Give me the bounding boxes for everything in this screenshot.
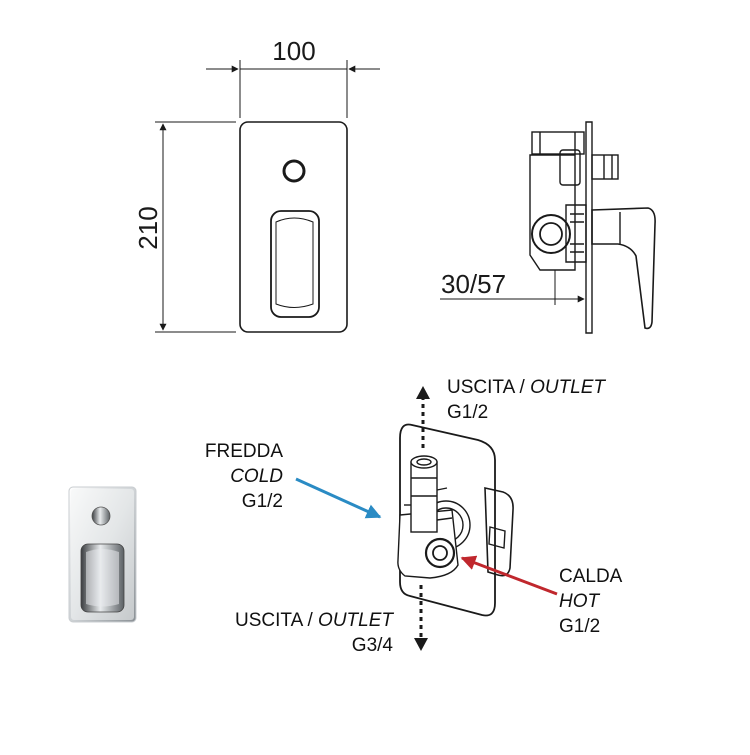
product-photo xyxy=(68,486,137,623)
iso-pipe-top xyxy=(410,455,438,469)
hot-arrow xyxy=(460,555,558,596)
outlet-bottom-translation: OUTLET xyxy=(318,610,394,631)
iso-hot-port xyxy=(424,537,456,569)
cold-size: G1/2 xyxy=(242,491,283,512)
height-dimension xyxy=(155,121,236,333)
outlet-top-label: USCITA / OUTLET xyxy=(447,377,606,398)
width-dimension xyxy=(206,60,380,118)
side-mixer-body xyxy=(565,204,587,263)
side-valve-body xyxy=(529,154,576,271)
outlet-bottom-size: G3/4 xyxy=(352,635,394,656)
hot-translation: HOT xyxy=(559,591,601,612)
diverter-knob-outline xyxy=(282,159,306,183)
photo-diverter-knob xyxy=(91,506,111,526)
iso-wall-plate xyxy=(399,423,496,617)
outlet-axis xyxy=(419,396,425,642)
lever-handle-outline xyxy=(270,210,320,318)
height-dimension-label: 210 xyxy=(133,206,163,249)
outlet-bottom-label: USCITA / OUTLET xyxy=(235,610,394,631)
side-wall-plate xyxy=(585,121,593,334)
width-dimension-label: 100 xyxy=(272,36,315,66)
front-view xyxy=(239,121,348,333)
cold-label: FREDDA xyxy=(205,441,283,462)
lever-handle-inner xyxy=(275,217,314,308)
outlet-top-size: G1/2 xyxy=(447,402,488,423)
outlet-bottom-word: USCITA / xyxy=(235,610,318,631)
outlet-top-arrowhead xyxy=(416,386,430,399)
side-lever-handle xyxy=(591,207,656,330)
isometric-view xyxy=(397,423,514,617)
depth-dimension xyxy=(440,270,587,305)
side-port-inner xyxy=(539,222,563,246)
side-thread-ring xyxy=(559,149,581,186)
side-diverter-rod xyxy=(591,154,619,180)
cold-translation: COLD xyxy=(230,466,283,487)
outlet-bottom-arrowhead xyxy=(414,638,428,651)
iso-vertical-pipe xyxy=(410,461,438,533)
cold-arrow xyxy=(295,477,382,519)
side-port-outer xyxy=(531,214,571,254)
hot-label: CALDA xyxy=(559,566,623,587)
side-top-pipe xyxy=(531,131,585,155)
outlet-top-translation: OUTLET xyxy=(530,377,606,398)
outlet-top-word: USCITA / xyxy=(447,377,530,398)
side-view xyxy=(529,121,656,334)
depth-dimension-label: 30/57 xyxy=(441,269,506,299)
iso-lever-handle xyxy=(484,486,514,577)
hot-size: G1/2 xyxy=(559,616,600,637)
front-plate-outline xyxy=(239,121,348,333)
